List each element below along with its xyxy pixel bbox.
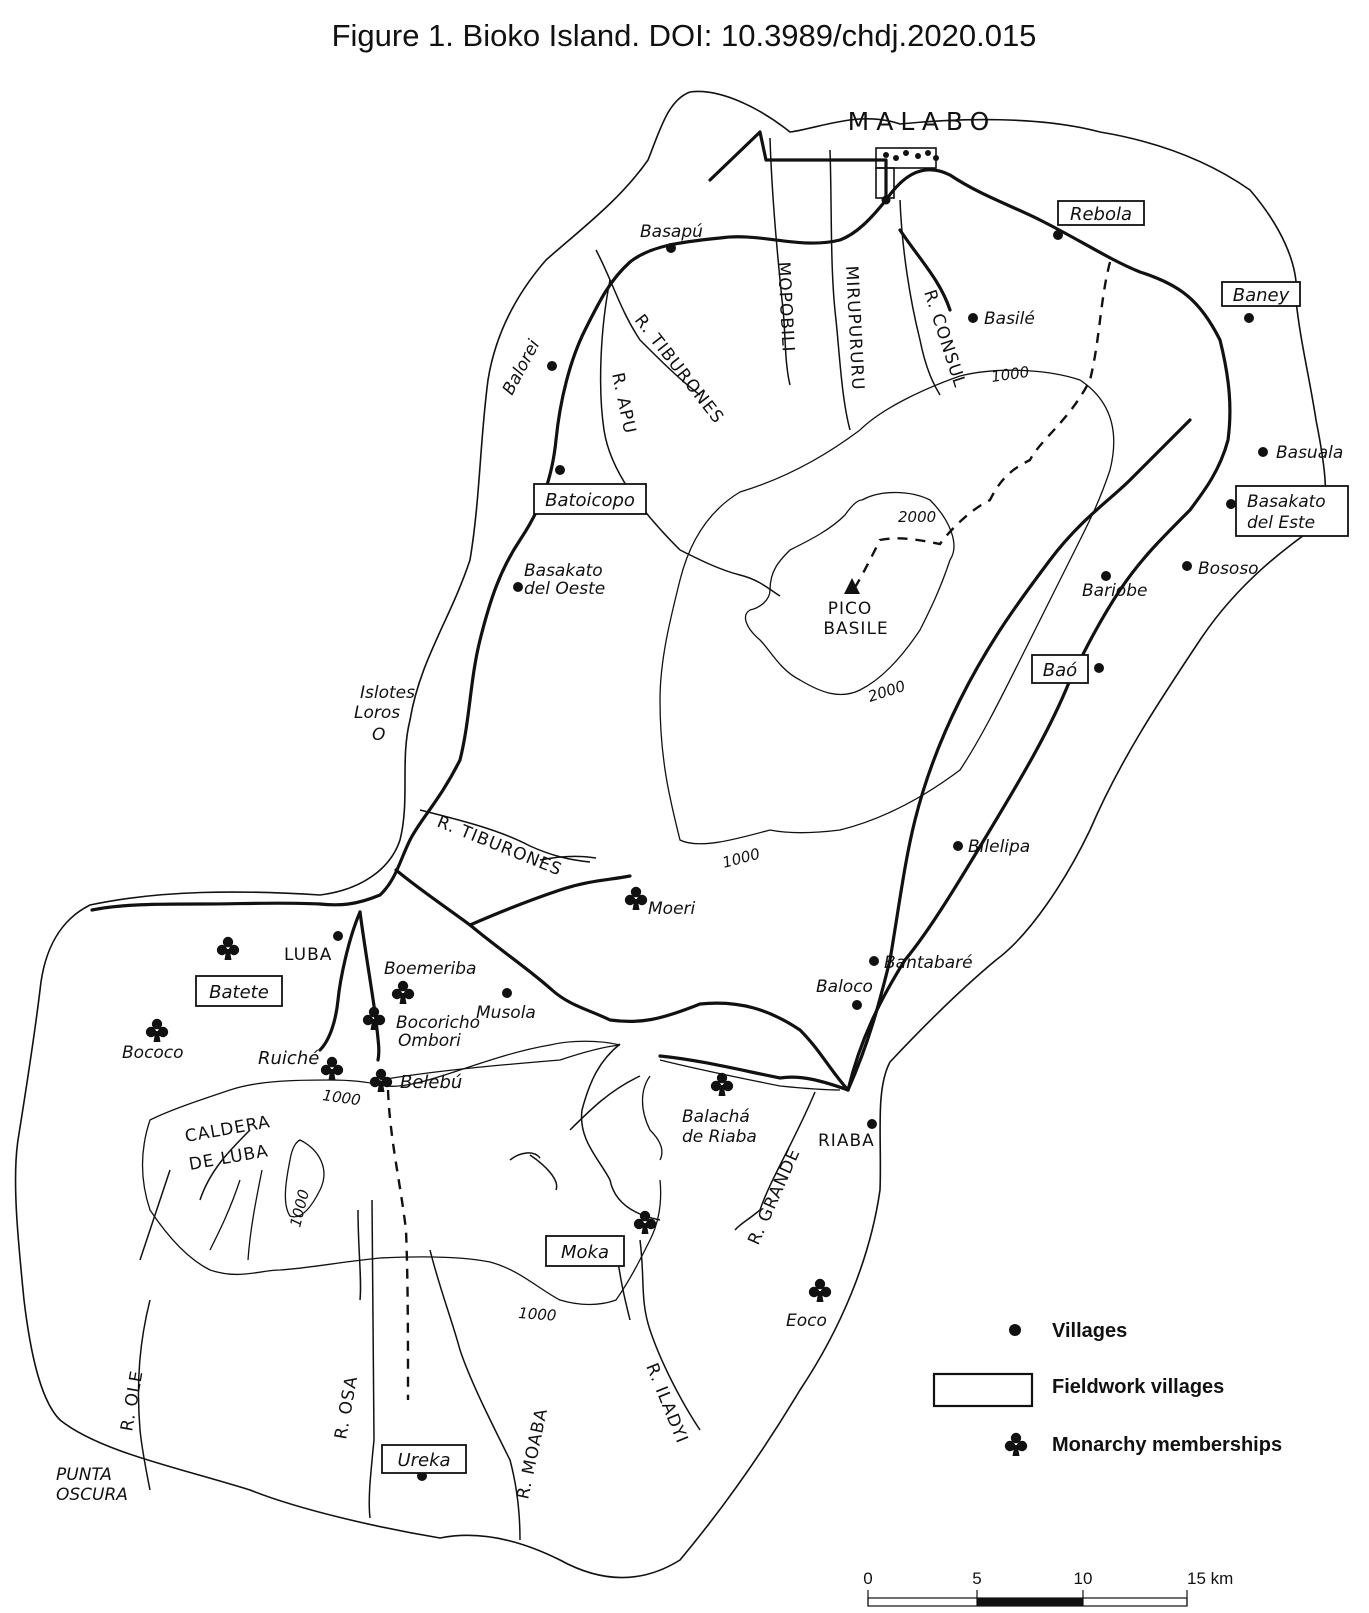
label-bococo: Bococo [122, 1043, 184, 1063]
contour-1000-center: 1000 [720, 845, 762, 872]
label-bososo: Bososo [1198, 559, 1259, 579]
tracks [386, 261, 1112, 1401]
label-basakato-este-2: del Este [1247, 513, 1315, 533]
contour-1000-south: 1000 [518, 1304, 557, 1325]
label-mirupururu: MIRUPURURU [841, 265, 868, 391]
label-balacha-2: de Riaba [682, 1127, 757, 1147]
roads [90, 130, 1232, 1092]
rivers [137, 137, 941, 1541]
label-bao: Baó [1043, 660, 1077, 681]
legend-monarchy: Monarchy memberships [1052, 1434, 1282, 1456]
label-musola: Musola [476, 1003, 536, 1023]
legend-villages: Villages [1052, 1320, 1127, 1342]
malabo-town [875, 147, 939, 205]
label-eoco: Eoco [786, 1311, 827, 1331]
label-apu: R. APU [607, 371, 640, 436]
label-caldera-2: DE LUBA [187, 1141, 270, 1175]
label-riaba: RIABA [818, 1131, 875, 1151]
label-batoicopo: Batoicopo [545, 490, 635, 511]
label-basile: Basilé [984, 309, 1035, 329]
figure-title: Figure 1. Bioko Island. DOI: 10.3989/chd… [332, 18, 1037, 53]
label-moeri: Moeri [648, 899, 696, 919]
label-baney: Baney [1233, 285, 1290, 306]
monarchy-symbols [145, 886, 832, 1302]
label-luba: LUBA [284, 945, 332, 965]
peak-triangle-icon [844, 578, 860, 594]
legend: Villages Fieldwork villages Monarchy mem… [932, 1320, 1282, 1456]
label-bocoricho-2: Ombori [398, 1031, 461, 1051]
label-belebu: Belebú [400, 1072, 462, 1093]
coastline [14, 90, 1327, 1579]
scale-bar: 0 5 10 15 km [863, 1569, 1233, 1607]
label-balorei: Balorei [499, 336, 545, 398]
label-basuala: Basuala [1276, 443, 1343, 463]
label-tiburones-n: R. TIBURONES [630, 311, 728, 428]
label-mopobili: MOPOBILI [773, 261, 798, 353]
contour-2000-top: 2000 [898, 508, 936, 526]
label-boemeriba: Boemeriba [384, 959, 476, 979]
label-ureka: Ureka [397, 1450, 450, 1471]
label-punta-1: PUNTA [56, 1465, 112, 1485]
label-rebola: Rebola [1070, 204, 1132, 225]
label-ole: R. OLE [117, 1369, 147, 1433]
scale-tick-5: 5 [972, 1569, 981, 1588]
label-basakato-este-1: Basakato [1247, 492, 1326, 512]
scale-tick-0: 0 [863, 1569, 872, 1588]
legend-club-icon [1004, 1432, 1028, 1456]
contour-lines [141, 369, 1115, 1306]
label-osa: R. OSA [331, 1374, 362, 1441]
label-islotes-2: Loros [354, 703, 400, 723]
contour-2000-bottom: 2000 [866, 677, 908, 706]
peak-label-2: BASILE [823, 619, 888, 639]
capital-label: MALABO [848, 107, 997, 136]
label-ruiche: Ruiché [258, 1048, 319, 1069]
legend-fieldwork-box-icon [932, 1372, 1034, 1408]
legend-fieldwork: Fieldwork villages [1052, 1376, 1224, 1398]
contour-1000-ne: 1000 [990, 363, 1030, 386]
label-punta-2: OSCURA [56, 1485, 128, 1505]
village-labels: Basapú Basilé Balorei Basuala Basakato d… [284, 222, 1343, 1151]
label-bocoricho-1: Bocoricho [396, 1013, 480, 1033]
label-basapu: Basapú [640, 222, 703, 242]
label-baloco: Baloco [816, 977, 873, 997]
label-bantabare: Bantabaré [884, 953, 973, 973]
village-dots [333, 230, 1268, 1481]
monarchy-labels: Moeri Boemeriba Bocoricho Ombori Bococo … [122, 899, 827, 1331]
scale-tick-15: 15 km [1187, 1569, 1233, 1588]
label-moka: Moka [561, 1242, 609, 1263]
contour-1000-luba: 1000 [321, 1086, 361, 1109]
label-bariobe: Bariobe [1082, 581, 1147, 601]
label-islotes-3: O [372, 725, 385, 745]
fieldwork-boxes: Rebola Baney Batoicopo Basakato del Este… [195, 200, 1349, 1474]
label-basakato-oeste-2: del Oeste [524, 579, 605, 599]
scale-tick-10: 10 [1074, 1569, 1093, 1588]
label-batete: Batete [209, 982, 269, 1003]
label-bilelipa: Bilelipa [968, 837, 1030, 857]
label-tiburones-w: R. TIBURONES [434, 812, 565, 880]
label-consul: R. CONSUL [919, 287, 969, 390]
label-moaba: R. MOABA [513, 1406, 552, 1501]
label-basakato-oeste-1: Basakato [524, 561, 603, 581]
label-grande: R. GRANDE [744, 1145, 804, 1248]
peak-label-1: PICO [828, 599, 873, 619]
label-balacha-1: Balachá [682, 1107, 750, 1127]
legend-village-dot-icon [1009, 1324, 1021, 1336]
label-islotes-1: Islotes [360, 683, 415, 703]
